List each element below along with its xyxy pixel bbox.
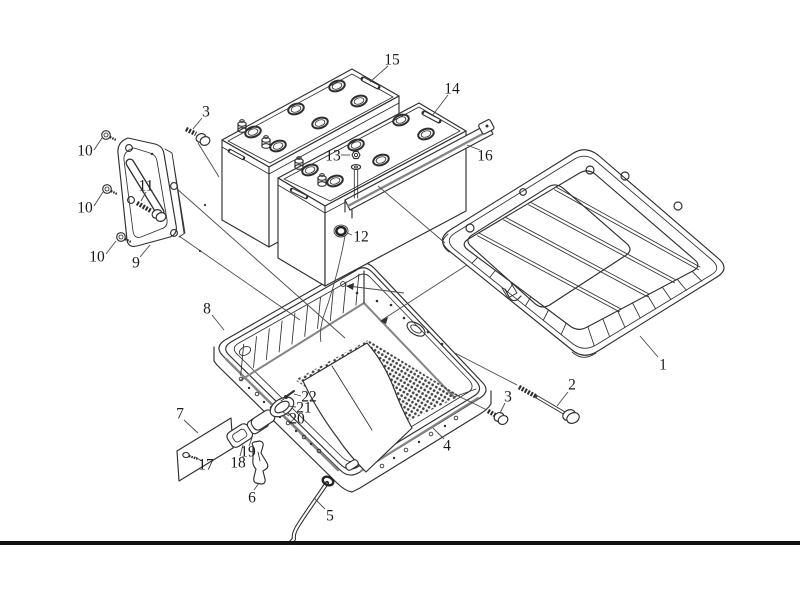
callout-label-13-15: 13 [325,148,341,165]
callout-leader-7-7 [183,419,199,434]
cover-ribs [477,186,701,313]
battery-front [277,102,467,287]
holddown-nut-washer [350,150,362,199]
cover-bolt-holes [465,165,683,233]
callout-label-3-2: 3 [504,389,512,406]
callout-leader-15-17 [369,65,389,83]
callout-label-19-21: 19 [240,444,256,461]
callout-label-4-4: 4 [443,438,451,455]
ground-line [0,541,800,545]
callout-leader-2-1 [556,391,569,407]
callout-leader-12-14 [346,232,353,236]
screws-10 [101,130,132,244]
callout-label-10-10: 10 [77,143,93,160]
callout-leader-10-10 [93,137,103,151]
battery-front-terminals [294,156,327,187]
callout-leader-21-23 [287,405,297,408]
callout-label-16-18: 16 [477,148,493,165]
callout-leader-20-22 [282,411,290,417]
callout-leader-17-19 [194,456,203,462]
tray-wall-holes [238,281,444,356]
cover-latch-hook [504,288,522,302]
j-bolt-5 [287,475,335,546]
callout-label-10-11: 10 [77,200,93,217]
callout-leader-3-3 [192,117,203,130]
callout-label-15-17: 15 [384,52,400,69]
callout-leader-16-18 [466,144,481,151]
battery-box-cover [441,149,725,358]
callout-leader-18-20 [239,444,244,457]
callout-label-18-20: 18 [230,455,246,472]
screw-22 [280,390,295,402]
callout-leader-5-5 [313,497,326,510]
callout-label-6-6: 6 [248,490,256,507]
callout-leader-10-11 [93,191,104,207]
callout-label-11-13: 11 [139,178,154,195]
callout-leader-10-12 [105,240,117,255]
callout-label-8-8: 8 [203,301,211,318]
callout-leader-22-24 [293,393,302,397]
alignment-lines [175,142,446,339]
callout-label-1-0: 1 [659,357,667,374]
callout-label-3-3: 3 [202,104,210,121]
callout-leader-14-16 [431,94,449,117]
callout-leader-8-8 [211,314,225,331]
bolt-11 [135,201,167,222]
callout-leader-4-4 [432,427,445,440]
latch-6 [251,440,269,485]
callout-leader-19-21 [248,437,253,447]
assembly-arrows [346,262,471,324]
bolt-3-top [184,126,211,146]
battery-tray [213,262,492,493]
callout-label-9-9: 9 [132,255,140,272]
tray-wall-ribs [240,273,360,376]
callout-label-7-7: 7 [176,406,184,423]
battery-rear-caps [244,79,368,153]
callout-label-22-24: 22 [301,389,317,406]
callout-label-20-22: 20 [289,411,305,428]
bolt-3-bottom [449,391,509,425]
callout-label-14-16: 14 [444,81,460,98]
callout-label-21-23: 21 [296,400,312,417]
callout-label-12-14: 12 [353,229,369,246]
screw-17 [182,451,199,461]
callout-label-10-12: 10 [89,249,105,266]
battery-front-caps [301,113,435,188]
callout-leader-11-13 [140,191,147,202]
bolt-2 [454,352,580,424]
callout-leader-6-6 [253,482,260,491]
battery-rear-terminals [237,119,271,149]
callout-label-17-19: 17 [198,457,214,474]
tray-right-wall-holes [345,415,459,471]
bracket-18 [226,423,254,448]
holddown-bar [344,119,495,219]
callout-label-5-5: 5 [326,508,334,525]
callout-leader-3-2 [499,402,506,414]
cover-corrugations [471,256,703,347]
callout-leader-1-0 [639,335,659,358]
callout-label-2-1: 2 [568,377,576,394]
callout-leader-9-9 [139,244,151,258]
